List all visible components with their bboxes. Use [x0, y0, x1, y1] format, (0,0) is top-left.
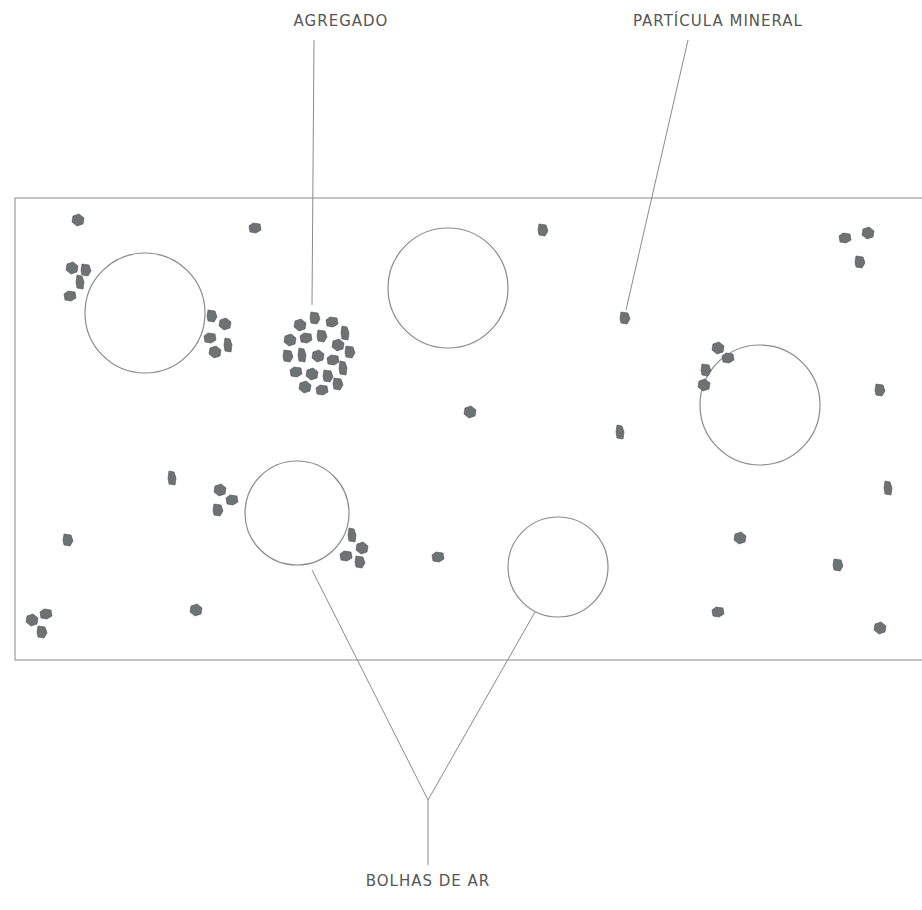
leader-lines — [312, 40, 688, 865]
part-label: AGREGADO — [292, 12, 391, 30]
part-label: PARTÍCULA MINERAL — [631, 12, 805, 30]
part-label: BOLHAS DE AR — [364, 872, 493, 890]
soil-sample-frame — [15, 198, 922, 660]
aggregate-cluster — [283, 312, 355, 395]
air-bubbles — [85, 228, 820, 617]
mineral-particles — [26, 214, 892, 638]
